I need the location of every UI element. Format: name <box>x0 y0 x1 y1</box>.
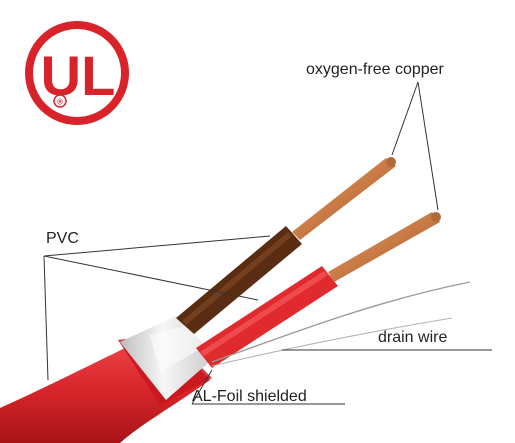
copper-core-upper <box>292 158 396 240</box>
leader-pvc-brown <box>43 235 271 257</box>
leader-pvc-jacket <box>43 255 49 381</box>
leader-lines <box>43 81 492 405</box>
copper-tip-upper <box>386 157 396 167</box>
foil-highlight <box>150 322 206 372</box>
red-insulation-highlight <box>200 271 328 356</box>
ul-logo: UL ® <box>25 21 129 125</box>
label-pvc: PVC <box>46 230 79 247</box>
ul-logo-text: UL <box>41 44 116 107</box>
leader-copper-lower <box>417 81 439 211</box>
leader-pvc-red <box>43 255 259 301</box>
drain-wire <box>211 281 471 363</box>
copper-tip-lower <box>431 212 441 222</box>
label-drain-wire: drain wire <box>378 329 448 346</box>
copper-core-lower <box>328 212 440 282</box>
label-al-foil-shielded: AL-Foil shielded <box>192 388 307 405</box>
leader-foil <box>191 369 213 405</box>
ul-logo-ring <box>25 21 129 125</box>
brown-insulation-highlight <box>182 232 292 325</box>
label-oxygen-free-copper: oxygen-free copper <box>306 61 444 78</box>
leader-copper-upper <box>391 81 419 156</box>
drain-wire-strand <box>211 317 453 367</box>
registered-mark-ring <box>53 94 67 108</box>
registered-mark: ® <box>57 98 63 107</box>
